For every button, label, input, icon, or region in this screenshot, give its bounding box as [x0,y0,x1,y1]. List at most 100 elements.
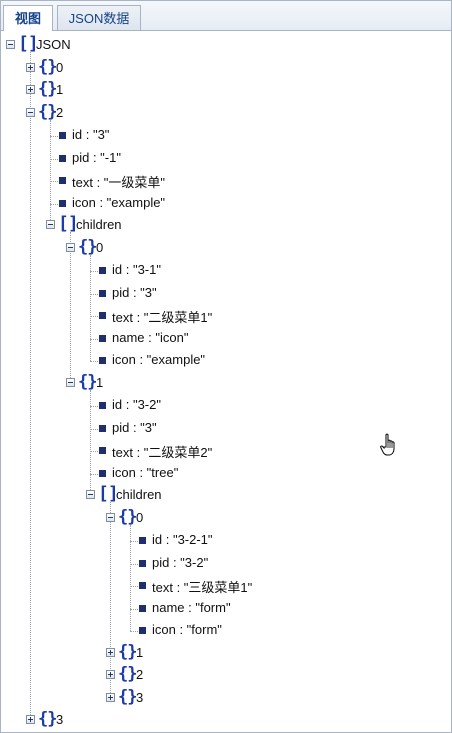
tree-connector-line [90,254,91,361]
tree-connector-line [70,232,71,384]
tree-node-label: icon : "example" [112,352,206,367]
tree-node-row[interactable]: []children [1,485,451,507]
minus-toggle-icon[interactable] [66,377,75,387]
tree-leaf-row[interactable]: id : "3" [1,125,451,147]
tree-node-row[interactable]: {}0 [1,508,451,530]
square-bullet-icon [139,627,146,634]
tree-connector-stub [90,406,98,407]
square-bullet-icon [99,357,106,364]
tree-leaf-row[interactable]: pid : "-1" [1,148,451,170]
tab-json-data[interactable]: JSON数据 [57,5,141,30]
tree-node-label: 1 [136,644,144,660]
tree-node-label: pid : "3" [112,284,157,300]
tree-leaf-row[interactable]: icon : "form" [1,620,451,642]
square-bullet-icon [139,537,146,544]
plus-toggle-icon[interactable] [26,85,35,94]
tab-view[interactable]: 视图 [3,5,53,31]
tree-node-label: children [116,487,162,502]
brace-icon: {} [118,686,137,707]
square-bullet-icon [99,402,106,409]
tree-connector-stub [50,181,58,182]
tree-leaf-row[interactable]: pid : "3" [1,283,451,305]
tree-leaf-row[interactable]: id : "3-2-1" [1,530,451,552]
tree-connector-stub [50,136,58,137]
tree-connector-stub [130,631,138,632]
tree-node-label: children [76,217,122,232]
tree-connector-stub [90,361,98,362]
tree-node-row[interactable]: {}3 [1,688,451,710]
square-bullet-icon [59,199,66,207]
tree-node-row[interactable]: {}1 [1,643,451,665]
tree-leaf-row[interactable]: text : "二级菜单2" [1,440,451,462]
tree-leaf-row[interactable]: name : "form" [1,598,451,620]
brace-icon: {} [38,79,57,99]
tree-connector-stub [130,541,138,542]
square-bullet-icon [99,289,106,297]
tree-leaf-row[interactable]: pid : "3" [1,418,451,440]
tree-node-row[interactable]: {}3 [1,710,451,732]
tree-node-row[interactable]: {}1 [1,80,451,102]
tree-connector-line [90,389,91,496]
tree-node-row[interactable]: []JSON [1,35,451,57]
tree-leaf-row[interactable]: icon : "example" [1,350,451,372]
tree-node-row[interactable]: {}2 [1,103,451,125]
square-bullet-icon [99,469,106,477]
tree-node-label: 0 [136,509,144,525]
plus-toggle-icon[interactable] [106,647,115,657]
tree-leaf-row[interactable]: text : "三级菜单1" [1,575,451,597]
minus-toggle-icon[interactable] [106,512,115,522]
minus-toggle-icon[interactable] [26,107,35,117]
minus-toggle-icon[interactable] [66,242,75,252]
square-bullet-icon [59,177,66,184]
tree-connector-line [50,119,51,226]
tree-node-label: id : "3" [72,127,110,142]
brace-icon: {} [118,641,137,662]
tree-connector-line [110,502,111,699]
plus-toggle-icon[interactable] [106,692,115,702]
tree-leaf-row[interactable]: name : "icon" [1,328,451,350]
tree-connector-line [30,52,31,721]
tree-node-label: icon : "tree" [112,464,179,480]
tree-leaf-row[interactable]: text : "一级菜单" [1,170,451,192]
plus-toggle-icon[interactable] [26,62,35,72]
tree-node-label: icon : "example" [72,194,166,210]
tree-leaf-row[interactable]: icon : "example" [1,193,451,215]
brace-icon: {} [38,101,57,122]
tree-leaf-row[interactable]: icon : "tree" [1,463,451,485]
square-bullet-icon [139,559,146,567]
minus-toggle-icon[interactable] [86,490,95,499]
tree-node-label: text : "三级菜单1" [152,580,253,595]
square-bullet-icon [59,154,66,162]
tree-node-label: 2 [136,667,144,682]
tree-node-label: 3 [56,712,64,727]
square-bullet-icon [99,267,106,274]
tree-node-row[interactable]: {}1 [1,373,451,395]
square-bullet-icon [139,582,146,589]
tab-bar: 视图 JSON数据 [1,1,451,31]
tree-leaf-row[interactable]: id : "3-1" [1,260,451,282]
tree-node-label: text : "二级菜单1" [112,310,213,325]
tree-connector-stub [90,271,98,272]
tree-node-row[interactable]: {}0 [1,238,451,260]
tree-leaf-row[interactable]: id : "3-2" [1,395,451,417]
plus-toggle-icon[interactable] [26,715,35,724]
plus-toggle-icon[interactable] [106,670,115,679]
brace-icon: {} [118,664,137,684]
tree-node-label: pid : "-1" [72,149,121,165]
tree-connector-stub [90,293,98,295]
minus-toggle-icon[interactable] [6,40,15,49]
tree-leaf-row[interactable]: pid : "3-2" [1,553,451,575]
bracket-icon: [] [18,33,39,54]
minus-toggle-icon[interactable] [46,220,55,229]
square-bullet-icon [139,604,146,612]
tree-node-label: 2 [56,104,64,120]
tree-node-label: id : "3-1" [112,262,161,277]
tree-node-label: text : "二级菜单2" [112,445,213,460]
tree-node-row[interactable]: {}2 [1,665,451,687]
tree-node-row[interactable]: []children [1,215,451,237]
tree-node-label: name : "icon" [112,329,189,345]
tree-leaf-row[interactable]: text : "二级菜单1" [1,305,451,327]
square-bullet-icon [99,312,106,319]
tree-node-row[interactable]: {}0 [1,58,451,80]
